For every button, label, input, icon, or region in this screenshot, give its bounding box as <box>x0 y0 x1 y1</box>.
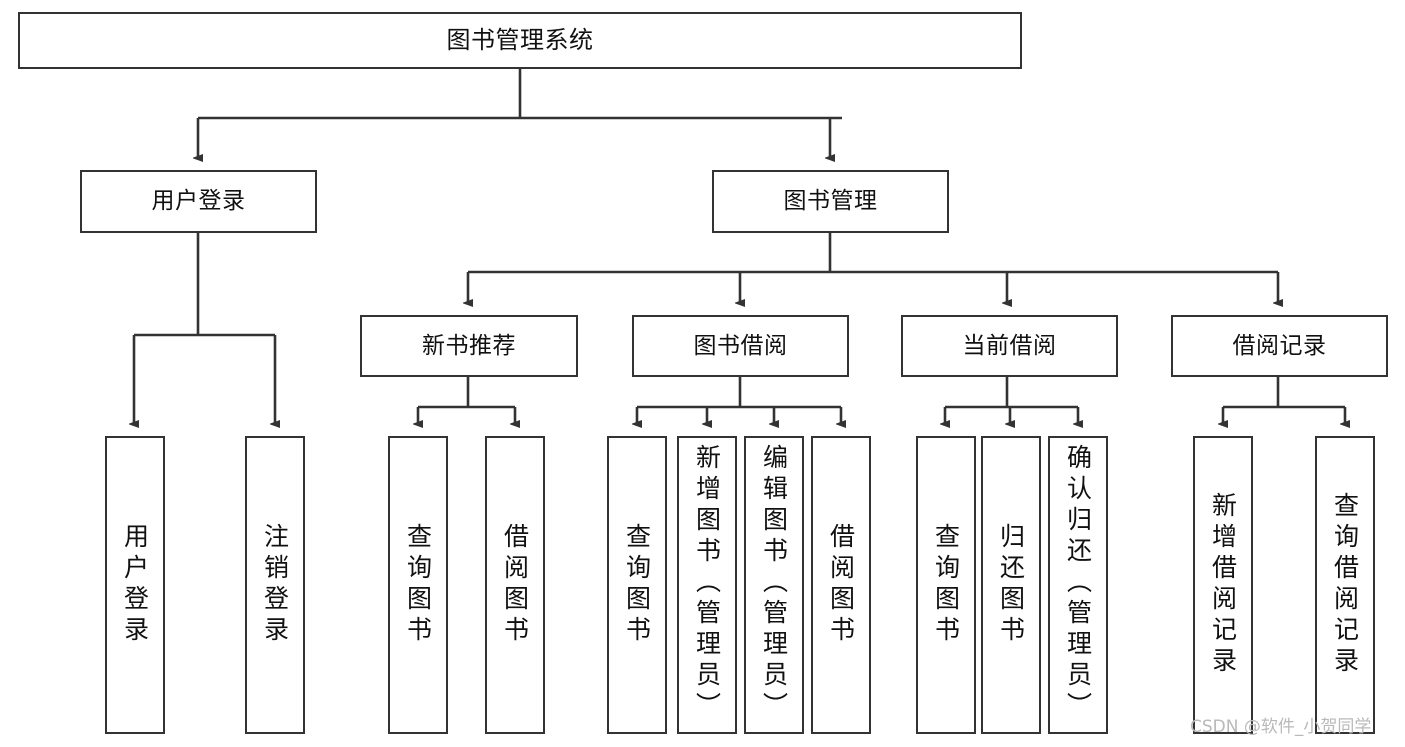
node-leaf-borrow-book-recommend[interactable]: 借阅图书 <box>485 436 545 734</box>
node-borrowing-record[interactable]: 借阅记录 <box>1171 315 1388 377</box>
node-label: 图书管理系统 <box>446 25 594 54</box>
node-label: 编辑图书（管理员） <box>759 444 789 723</box>
node-current-borrowing[interactable]: 当前借阅 <box>901 315 1118 377</box>
node-leaf-return-book[interactable]: 归还图书 <box>981 436 1041 734</box>
node-label: 查询图书 <box>622 523 652 647</box>
node-label: 新增借阅记录 <box>1208 492 1238 678</box>
node-label: 查询借阅记录 <box>1330 492 1360 678</box>
node-leaf-confirm-return-admin[interactable]: 确认归还（管理员） <box>1048 436 1108 734</box>
node-leaf-add-book-admin[interactable]: 新增图书（管理员） <box>677 436 737 734</box>
node-label: 借阅图书 <box>500 523 530 647</box>
node-user-login[interactable]: 用户登录 <box>80 170 317 233</box>
node-label: 查询图书 <box>931 523 961 647</box>
node-leaf-query-book-borrow[interactable]: 查询图书 <box>607 436 667 734</box>
node-label: 新书推荐 <box>422 332 516 359</box>
node-label: 注销登录 <box>260 523 290 647</box>
node-leaf-query-book-recommend[interactable]: 查询图书 <box>388 436 448 734</box>
node-label: 查询图书 <box>403 523 433 647</box>
node-book-borrowing[interactable]: 图书借阅 <box>632 315 849 377</box>
node-label: 归还图书 <box>996 523 1026 647</box>
node-leaf-query-book-current[interactable]: 查询图书 <box>916 436 976 734</box>
node-label: 图书管理 <box>783 188 878 215</box>
node-label: 图书借阅 <box>693 332 788 359</box>
node-label: 新增图书（管理员） <box>692 444 722 723</box>
node-label: 当前借阅 <box>962 332 1057 359</box>
node-new-book-recommendation[interactable]: 新书推荐 <box>360 315 578 377</box>
node-leaf-borrow-book[interactable]: 借阅图书 <box>811 436 871 734</box>
node-leaf-edit-book-admin[interactable]: 编辑图书（管理员） <box>744 436 804 734</box>
node-book-management[interactable]: 图书管理 <box>712 170 949 233</box>
node-book-management-system[interactable]: 图书管理系统 <box>18 12 1022 69</box>
node-leaf-add-borrow-record[interactable]: 新增借阅记录 <box>1193 436 1253 734</box>
node-label: 确认归还（管理员） <box>1063 444 1093 723</box>
node-label: 借阅图书 <box>826 523 856 647</box>
node-label: 用户登录 <box>151 188 246 215</box>
csdn-watermark: CSDN @软件_小贺同学 <box>1190 717 1372 737</box>
node-leaf-query-borrow-record[interactable]: 查询借阅记录 <box>1315 436 1375 734</box>
node-leaf-user-login[interactable]: 用户登录 <box>105 436 165 734</box>
node-label: 用户登录 <box>120 523 150 647</box>
node-leaf-logout[interactable]: 注销登录 <box>245 436 305 734</box>
node-label: 借阅记录 <box>1232 332 1327 359</box>
